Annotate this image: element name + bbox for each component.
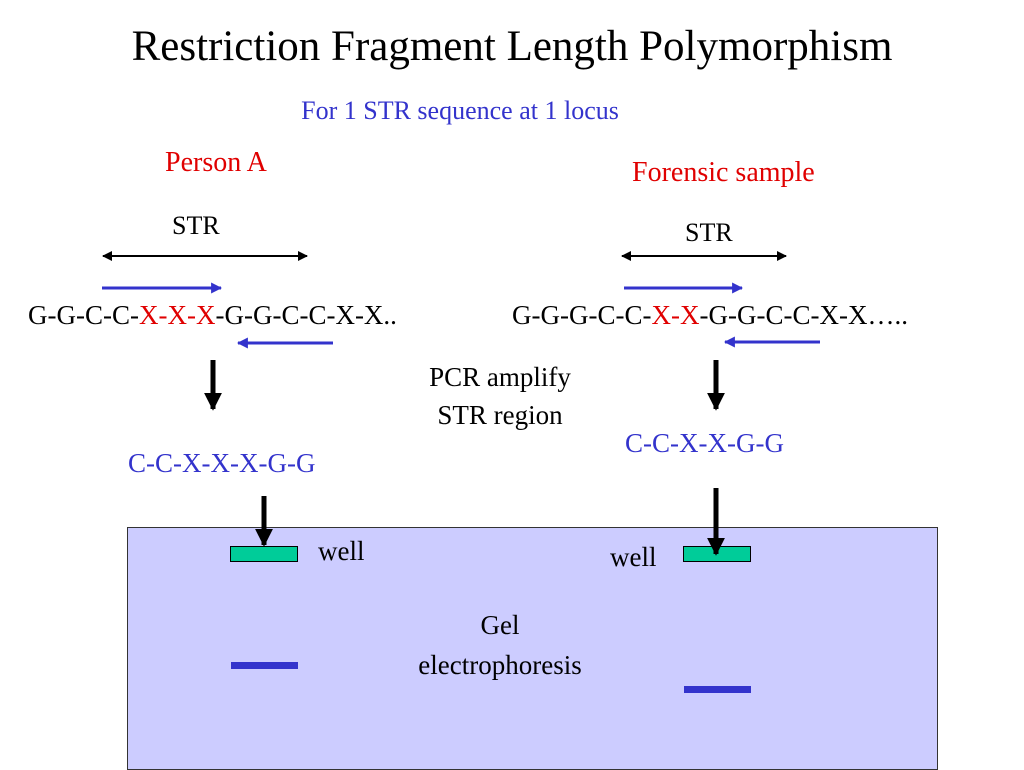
sequence-suffix: -G-G-C-C-X-X….. xyxy=(699,300,908,330)
sequence-forensic: G-G-G-C-C-X-X-G-G-C-C-X-X….. xyxy=(512,300,908,331)
subtitle: For 1 STR sequence at 1 locus xyxy=(301,96,619,125)
fragment-forensic: C-C-X-X-G-G xyxy=(625,428,784,458)
sequence-suffix: -G-G-C-C-X-X.. xyxy=(215,300,397,330)
band-forensic xyxy=(684,686,751,693)
str-repeat-highlight: X-X xyxy=(651,300,700,330)
str-label-person-a: STR xyxy=(172,211,220,240)
pcr-label-line1: PCR amplify xyxy=(429,362,571,392)
sequence-person-a: G-G-C-C-X-X-X-G-G-C-C-X-X.. xyxy=(28,300,397,331)
well-label-forensic: well xyxy=(610,542,657,572)
well-label-person-a: well xyxy=(318,536,365,566)
forensic-sample-label: Forensic sample xyxy=(632,157,815,188)
sequence-prefix: G-G-G-C-C- xyxy=(512,300,652,330)
sequence-prefix: G-G-C-C- xyxy=(28,300,139,330)
gel-label-line2: electrophoresis xyxy=(418,650,582,680)
gel-box xyxy=(127,527,938,770)
str-repeat-highlight: X-X-X xyxy=(138,300,216,330)
fragment-person-a: C-C-X-X-X-G-G xyxy=(128,448,316,478)
pcr-label-line2: STR region xyxy=(437,400,563,430)
band-person-a xyxy=(231,662,298,669)
str-label-forensic: STR xyxy=(685,218,733,247)
person-a-label: Person A xyxy=(165,147,267,178)
gel-label-line1: Gel xyxy=(480,610,520,640)
page-title: Restriction Fragment Length Polymorphism xyxy=(131,23,893,70)
